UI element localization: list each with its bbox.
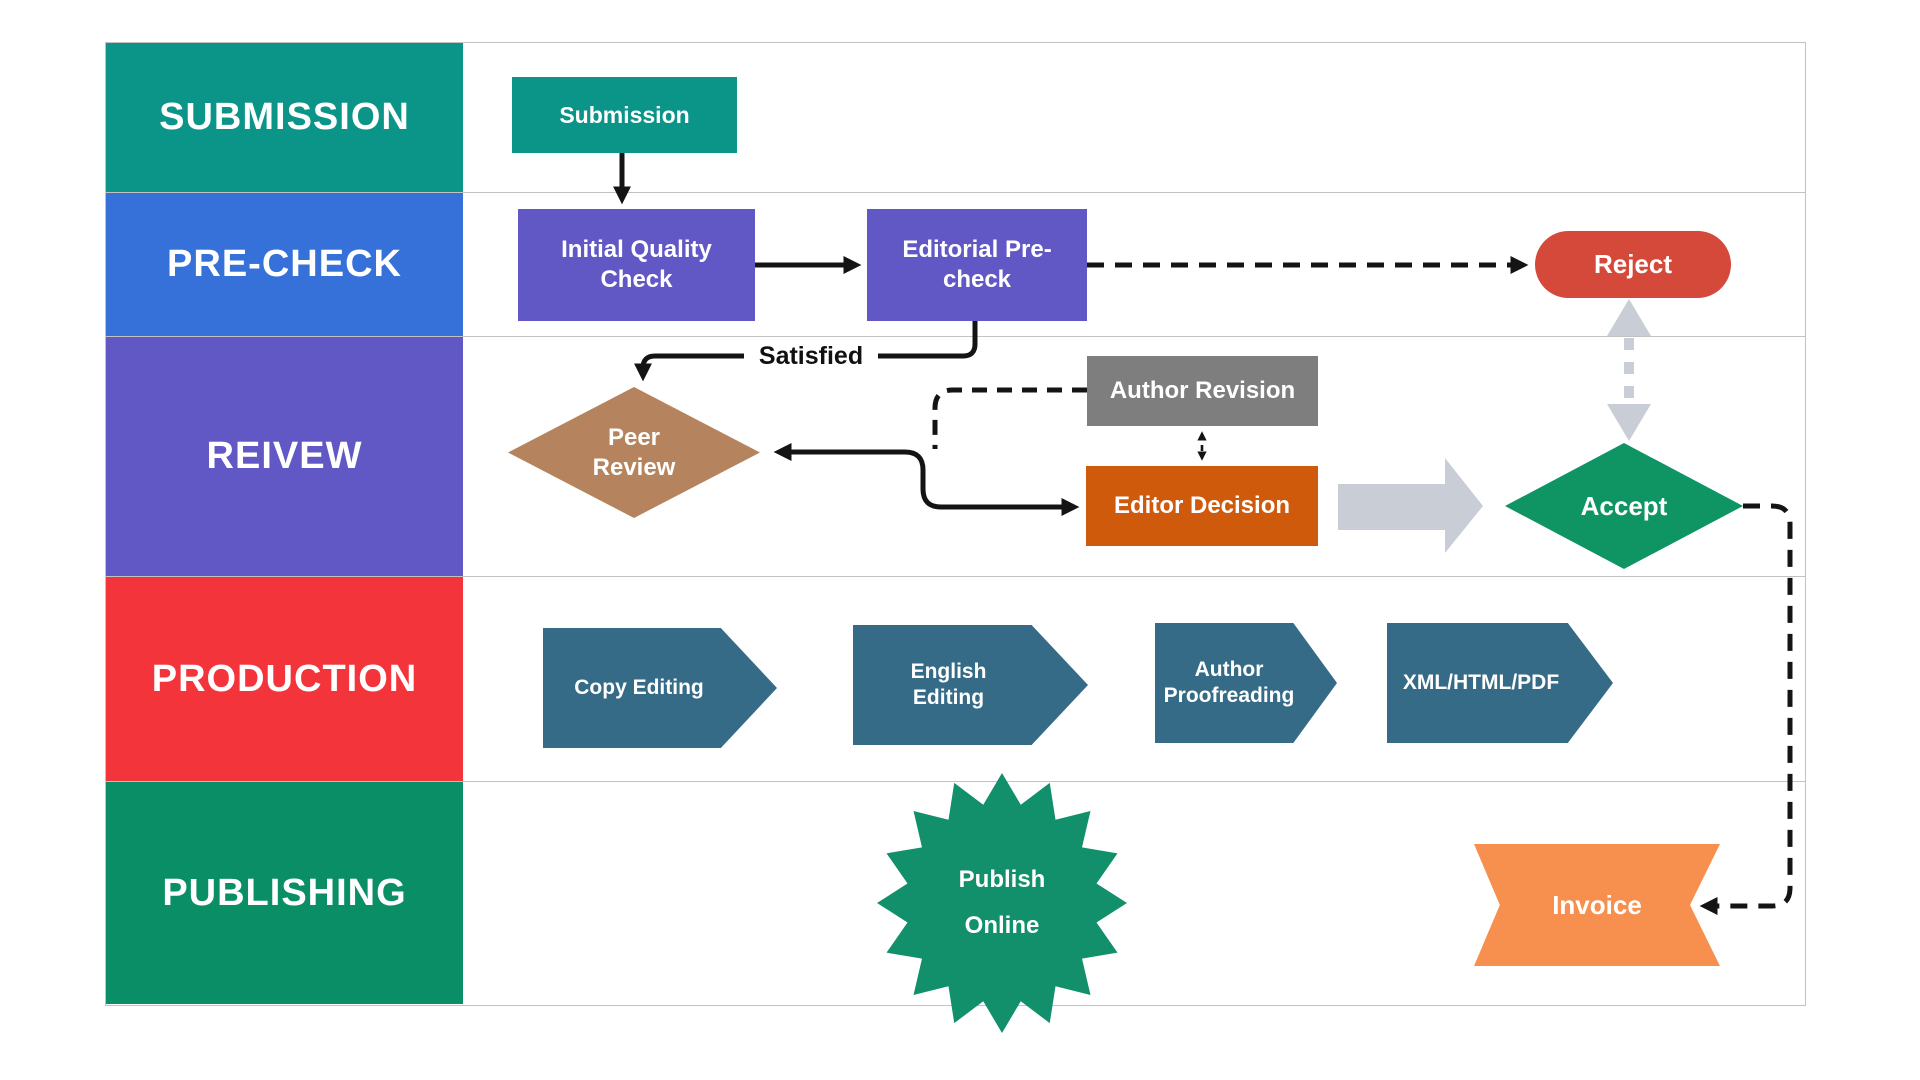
node-xml-html-pdf: XML/HTML/PDF [1387,623,1613,743]
lane-header-review: REIVEW [106,337,463,576]
lane-row-production: PRODUCTION [106,577,1805,782]
node-english-editing-label: English Editing [910,659,987,709]
lane-header-submission: SUBMISSION [106,43,463,192]
lane-label-review: REIVEW [206,435,363,477]
node-reject-label: Reject [1593,249,1673,280]
node-author-revision: Author Revision [1087,356,1318,426]
node-editorial-precheck: Editorial Pre-check [867,209,1087,321]
node-initial-quality-check-label: Initial Quality Check [561,236,712,293]
lane-label-production: PRODUCTION [151,657,418,700]
node-author-proofreading-label: Author Proofreading [1163,657,1295,707]
edge-label-satisfied-text: Satisfied [758,341,864,370]
lane-header-publishing: PUBLISHING [106,782,463,1004]
node-accept-label: Accept [1580,490,1668,521]
lane-header-production: PRODUCTION [106,577,463,781]
lane-header-precheck: PRE-CHECK [106,193,463,336]
node-english-editing: English Editing [853,625,1088,745]
node-reject: Reject [1535,231,1731,298]
lane-label-submission: SUBMISSION [159,96,410,138]
node-peer-review-label: Peer Review [592,423,676,481]
node-invoice: Invoice [1474,844,1720,966]
node-editor-decision: Editor Decision [1086,466,1318,546]
node-publish-online-label: Publish Online [958,866,1046,939]
node-initial-quality-check: Initial Quality Check [518,209,755,321]
lane-row-precheck: PRE-CHECK [106,193,1805,337]
lane-row-publishing: PUBLISHING [106,782,1805,1004]
node-editor-decision-label: Editor Decision [1113,492,1291,519]
edge-label-satisfied: Satisfied [744,339,878,373]
node-copy-editing: Copy Editing [543,628,777,748]
node-author-revision-label: Author Revision [1109,377,1296,404]
node-xml-html-pdf-label: XML/HTML/PDF [1402,670,1560,694]
node-submission: Submission [512,77,737,153]
lane-row-submission: SUBMISSION [106,43,1805,193]
lane-label-publishing: PUBLISHING [162,871,407,914]
node-invoice-label: Invoice [1552,889,1642,920]
lane-label-precheck: PRE-CHECK [167,243,402,285]
node-publish-online: Publish Online [877,773,1127,1033]
node-author-proofreading: Author Proofreading [1155,623,1337,743]
node-editorial-precheck-label: Editorial Pre-check [902,236,1052,293]
node-copy-editing-label: Copy Editing [574,675,704,699]
node-submission-label: Submission [559,101,690,128]
lane-row-review: REIVEW [106,337,1805,577]
swimlane-table: SUBMISSION PRE-CHECK REIVEW PRODUCTION P… [105,42,1806,1006]
